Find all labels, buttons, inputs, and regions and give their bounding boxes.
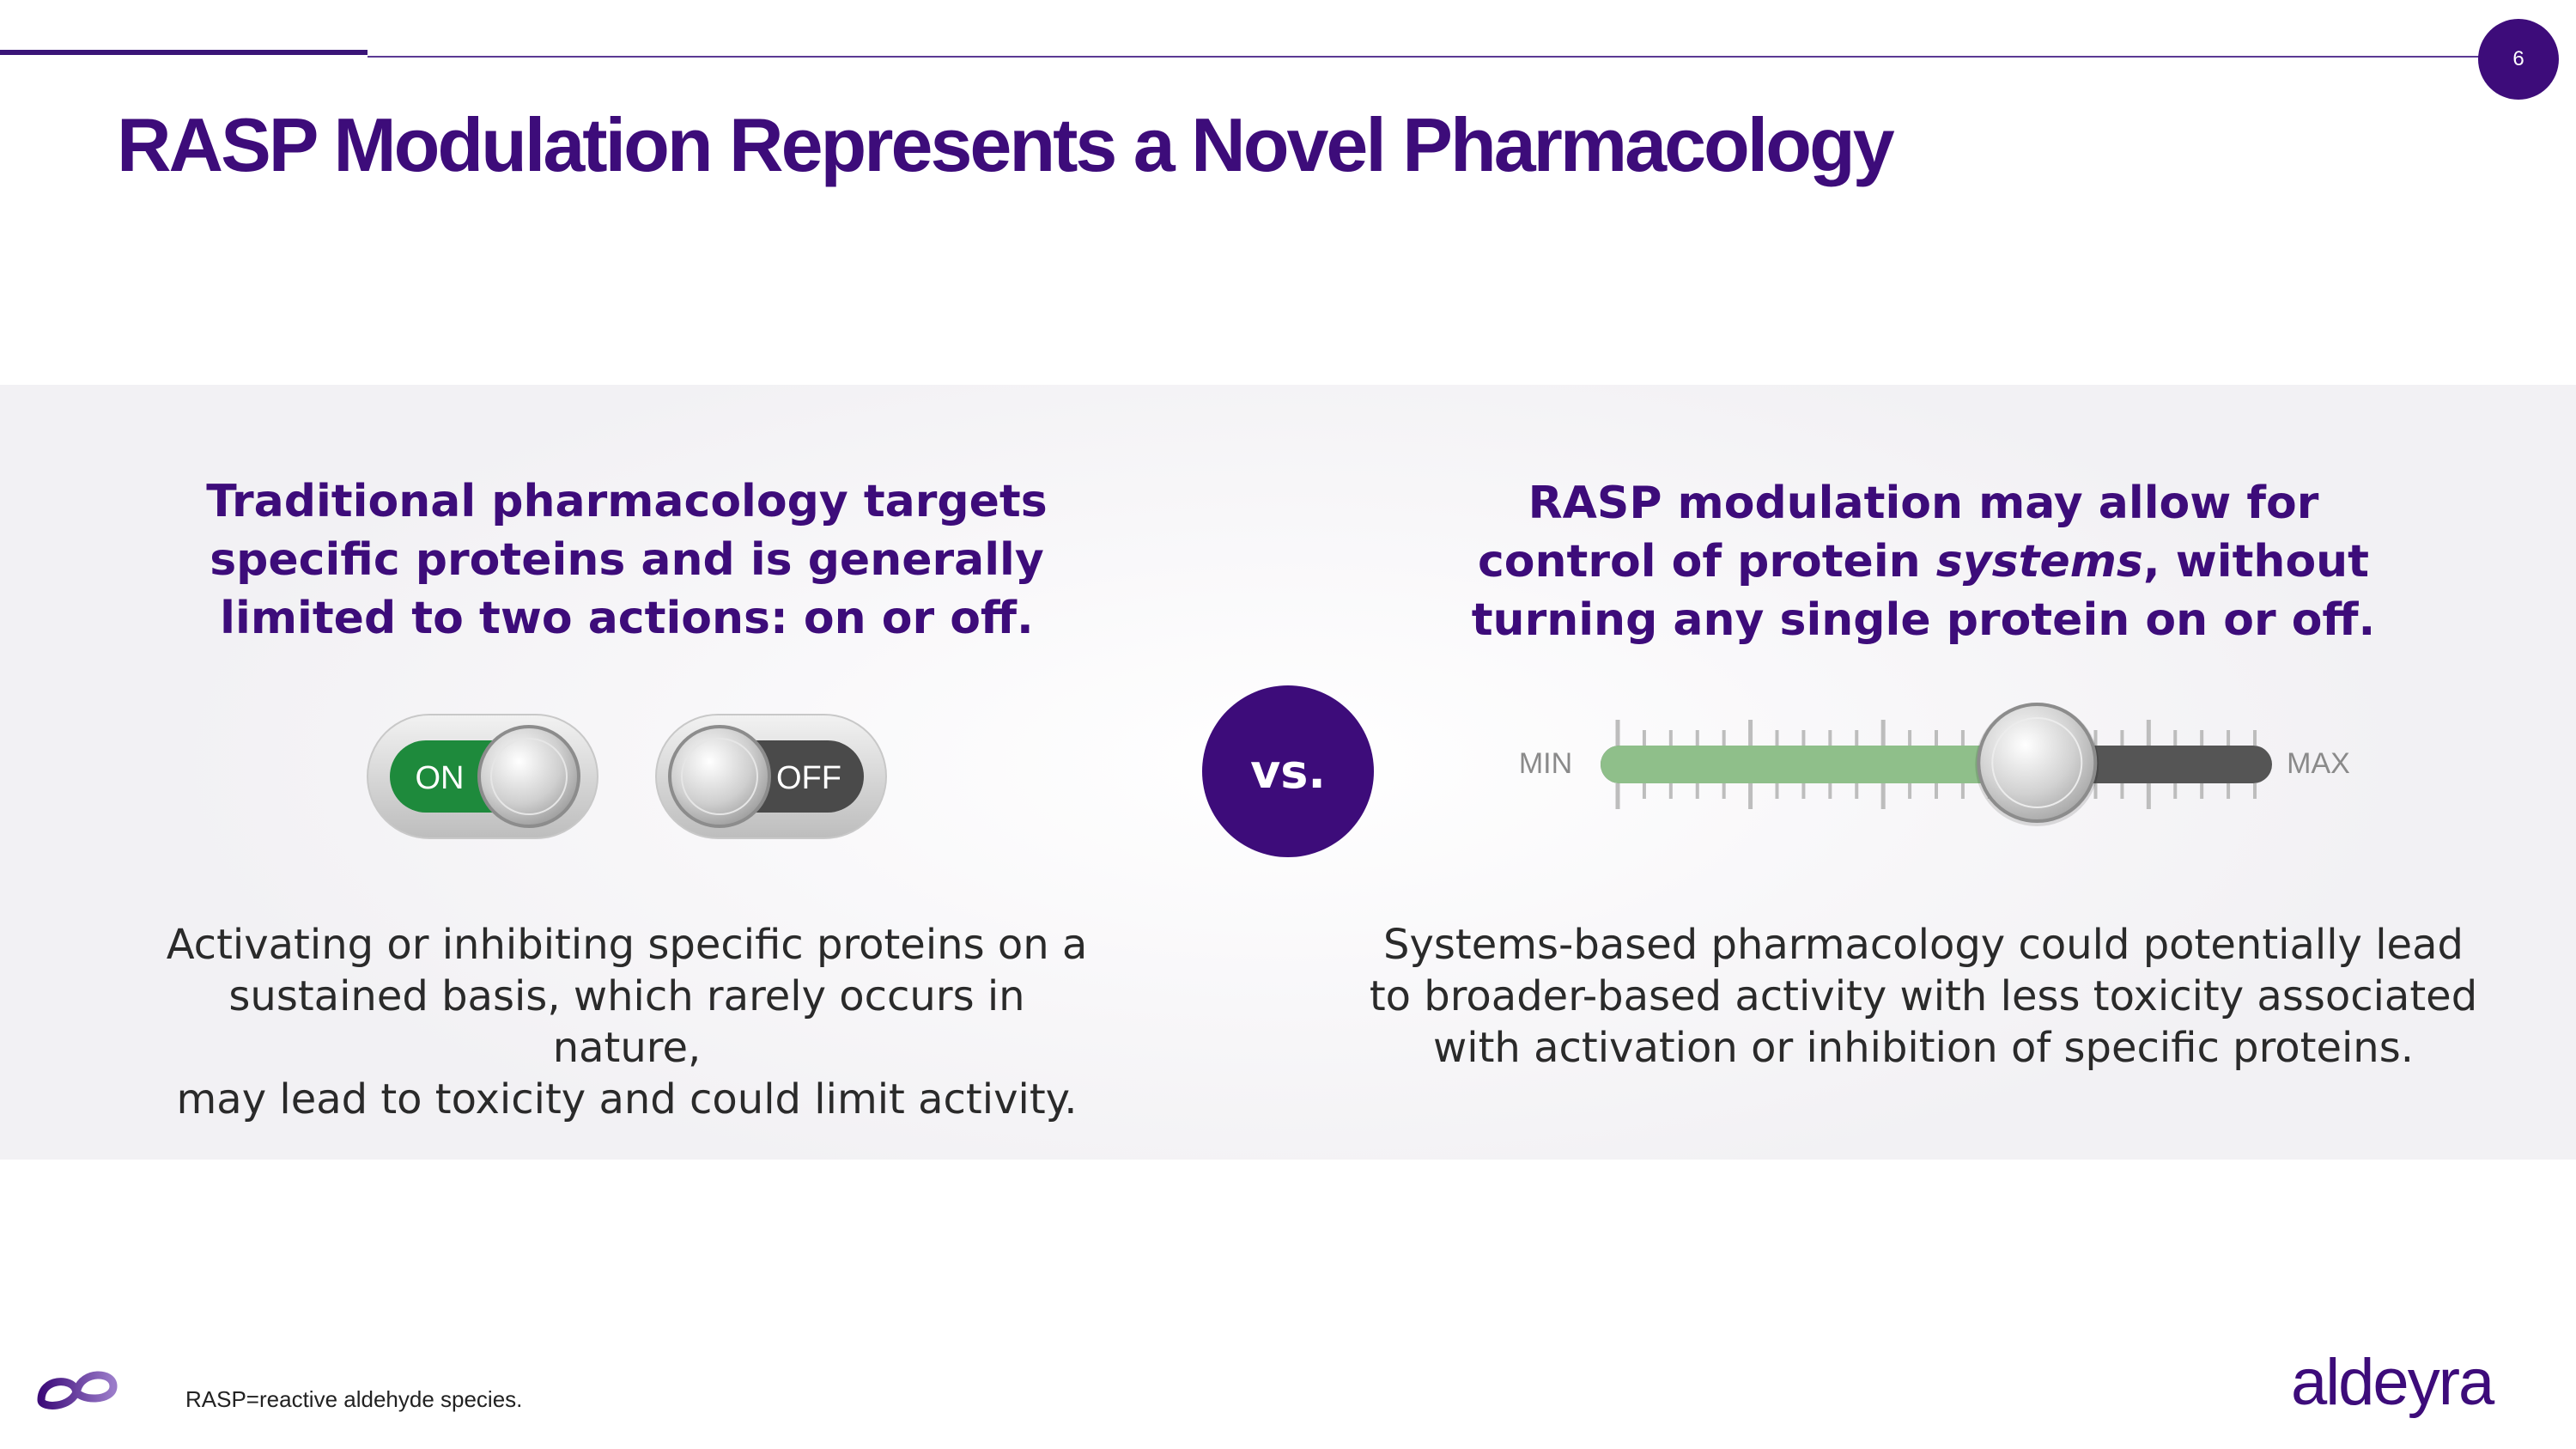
- left-body-line-3: may lead to toxicity and could limit act…: [176, 1075, 1078, 1123]
- left-body-line-1: Activating or inhibiting specific protei…: [166, 921, 1088, 969]
- page-number-badge: 6: [2478, 19, 2559, 100]
- right-body-line-1: Systems-based pharmacology could potenti…: [1383, 921, 2464, 969]
- aldeyra-wordmark-logo: aldeyra: [2291, 1346, 2497, 1419]
- slider-knob: [1975, 703, 2099, 826]
- right-body-line-3: with activation or inhibition of specifi…: [1433, 1024, 2414, 1072]
- left-body-text: Activating or inhibiting specific protei…: [155, 919, 1099, 1125]
- slider-min-label: MIN: [1519, 747, 1572, 780]
- vs-badge: vs.: [1202, 685, 1374, 857]
- right-body-text: Systems-based pharmacology could potenti…: [1365, 919, 2482, 1074]
- right-heading-line-2-start: control of protein: [1477, 536, 1936, 588]
- slider-fill: [1601, 746, 2038, 783]
- right-body-line-2: to broader-based activity with less toxi…: [1369, 972, 2478, 1020]
- on-label: ON: [416, 760, 465, 796]
- right-heading-line-1: RASP modulation may allow for: [1528, 478, 2319, 529]
- right-heading: RASP modulation may allow for control of…: [1408, 474, 2439, 649]
- left-body-line-2: sustained basis, which rarely occurs in …: [228, 972, 1025, 1072]
- off-label: OFF: [776, 760, 841, 796]
- left-heading-line-1: Traditional pharmacology targets: [206, 476, 1048, 527]
- left-heading: Traditional pharmacology targets specifi…: [155, 472, 1099, 648]
- aldeyra-logo-icon: [37, 1371, 118, 1409]
- header-rule: [368, 56, 2488, 58]
- on-toggle-switch: ON: [367, 714, 598, 839]
- off-toggle-switch: OFF: [655, 714, 887, 839]
- header-accent-line: [0, 50, 368, 55]
- slider-max-label: MAX: [2287, 747, 2350, 780]
- wordmark-text: aldeyra: [2291, 1346, 2495, 1419]
- right-heading-line-2-end: , without: [2142, 536, 2370, 588]
- footnote: RASP=reactive aldehyde species.: [185, 1386, 523, 1412]
- slide-title: RASP Modulation Represents a Novel Pharm…: [117, 102, 1895, 187]
- right-heading-line-3: turning any single protein on or off.: [1471, 594, 2376, 646]
- left-heading-line-3: limited to two actions: on or off.: [220, 593, 1034, 644]
- level-slider: MIN MAX: [1519, 703, 2350, 826]
- right-heading-emphasis: systems: [1935, 536, 2143, 588]
- left-heading-line-2: specific proteins and is generally: [210, 534, 1044, 586]
